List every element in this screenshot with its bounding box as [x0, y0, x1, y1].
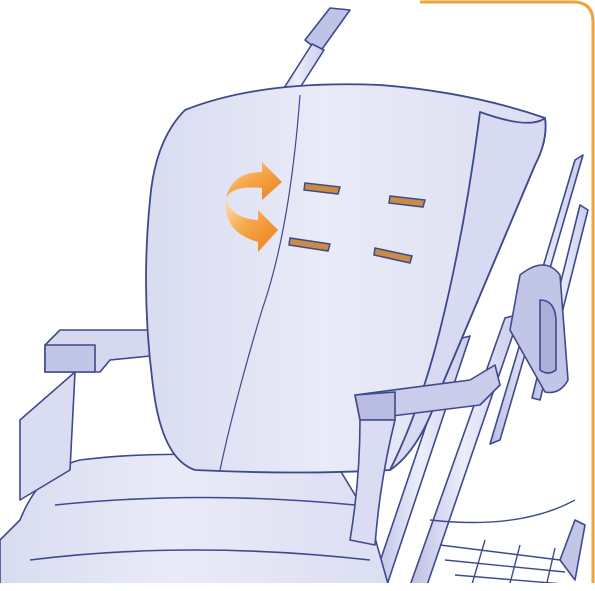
frame-hinge [510, 265, 585, 580]
bottom-margin [0, 583, 595, 591]
